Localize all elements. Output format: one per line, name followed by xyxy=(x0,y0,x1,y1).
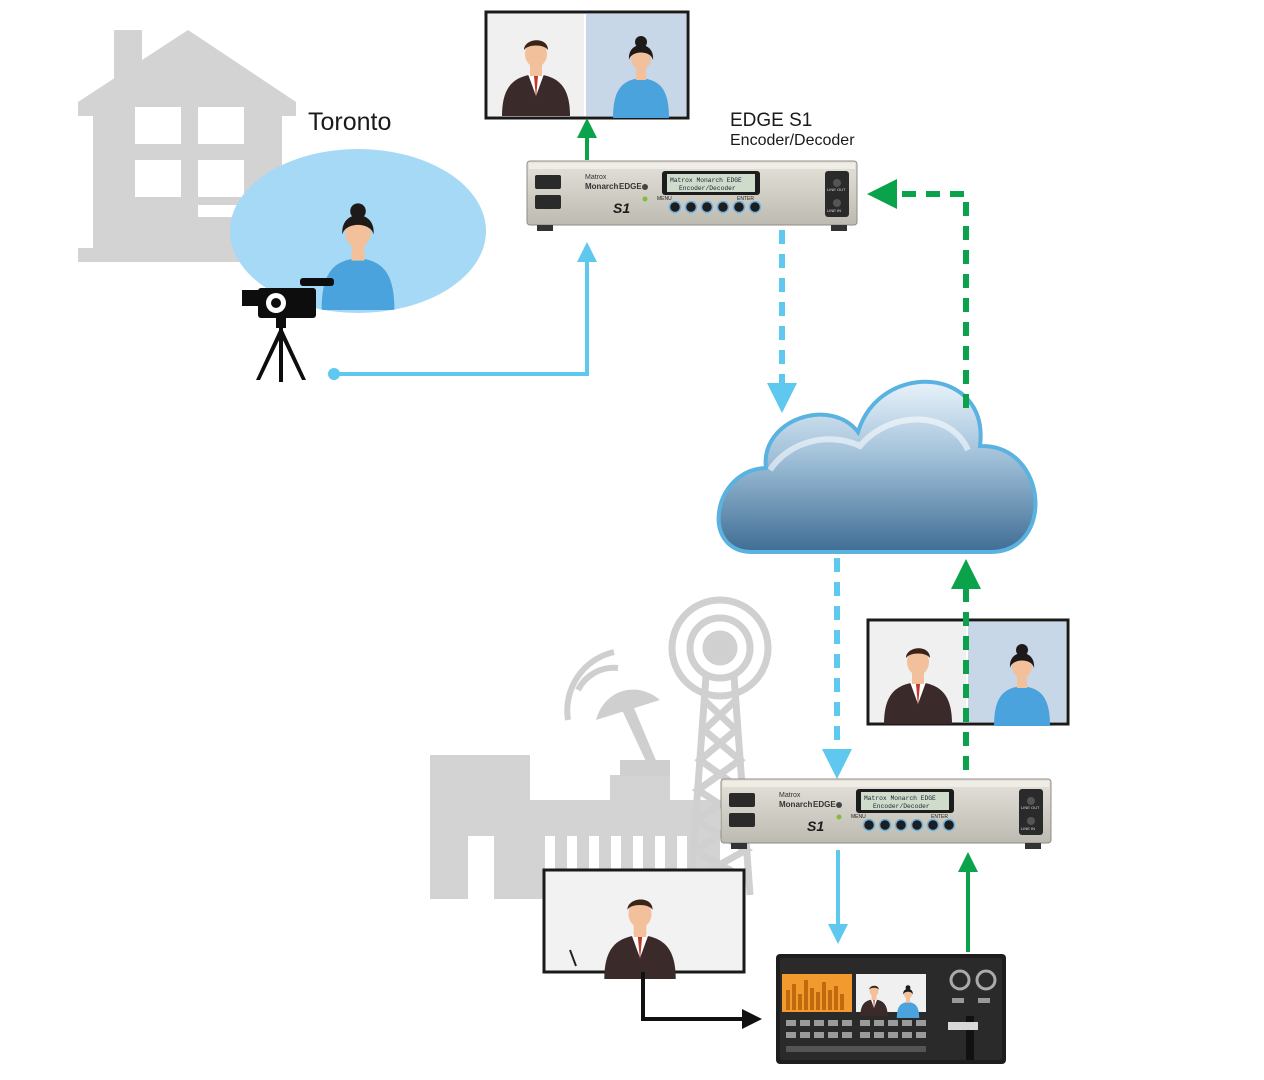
unit-menu-label-2: MENU xyxy=(851,814,866,820)
unit-line-in-2: LINE IN xyxy=(1021,826,1035,831)
unit-model-logo-2: S1 xyxy=(807,818,824,834)
edge-unit-top: Matrox Monarch EDGE Matrox Monarch EDGE … xyxy=(526,160,858,232)
unit-product: Monarch xyxy=(585,182,618,191)
unit-lcd-line2: Encoder/Decoder xyxy=(679,185,736,192)
link-studio-to-switcher xyxy=(641,972,762,1029)
unit-lcd-line1: Matrox Monarch EDGE xyxy=(670,177,742,184)
unit-product-2: Monarch xyxy=(779,800,812,809)
device-subtitle: Encoder/Decoder xyxy=(730,132,855,149)
camera-tripod-icon xyxy=(242,278,334,382)
satellite-dish-icon xyxy=(564,649,670,776)
unit-menu-label: MENU xyxy=(657,196,672,202)
unit-lcd-line2-2: Encoder/Decoder xyxy=(873,803,930,810)
unit-enter-label: ENTER xyxy=(737,196,754,202)
production-switcher-icon xyxy=(776,954,1006,1064)
unit-product-suffix-2: EDGE xyxy=(813,800,836,809)
link-cloud-to-decoder xyxy=(867,179,969,408)
unit-lcd-line1-2: Matrox Monarch EDGE xyxy=(864,795,936,802)
house-icon xyxy=(78,30,296,262)
unit-product-suffix: EDGE xyxy=(619,182,642,191)
location-label: Toronto xyxy=(308,108,392,136)
cloud-icon xyxy=(716,379,1038,554)
unit-brand-2: Matrox xyxy=(779,792,801,799)
unit-line-out-2: LINE OUT xyxy=(1021,805,1040,810)
radio-tower-icon xyxy=(668,596,772,896)
unit-line-out: LINE OUT xyxy=(827,187,846,192)
device-title: EDGE S1 xyxy=(730,110,813,131)
monitor-top xyxy=(484,10,690,120)
unit-line-in: LINE IN xyxy=(827,208,841,213)
presenter-oval xyxy=(230,149,486,313)
unit-brand: Matrox xyxy=(585,174,607,181)
unit-model-logo: S1 xyxy=(613,200,630,216)
link-camera-to-encoder xyxy=(328,242,597,380)
unit-enter-label-2: ENTER xyxy=(931,814,948,820)
monitor-studio xyxy=(542,868,746,979)
edge-unit-bottom: Matrox Monarch EDGE Matrox Monarch EDGE … xyxy=(720,778,1052,850)
